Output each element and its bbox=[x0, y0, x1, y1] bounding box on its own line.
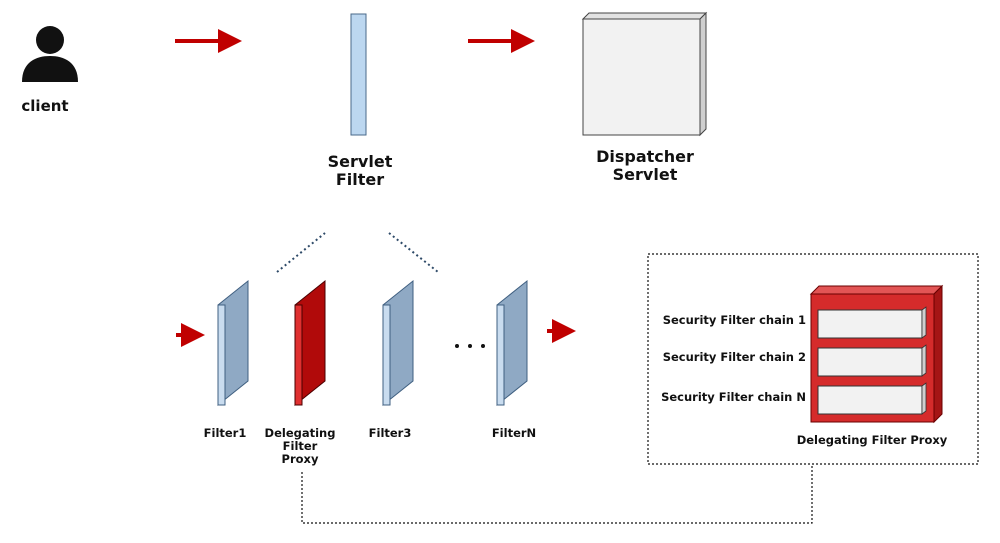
delegating-filter-proxy-label: Delegating Filter Proxy bbox=[264, 426, 336, 467]
zoom-line-left bbox=[276, 232, 326, 273]
servlet-filter-label: Servlet Filter bbox=[327, 152, 393, 190]
security-chain-2-label: Security Filter chain 2 bbox=[662, 350, 806, 364]
filter1-label: Filter1 bbox=[203, 426, 247, 440]
proxy-box-label: Delegating Filter Proxy bbox=[796, 433, 948, 447]
zoom-line-right bbox=[388, 232, 439, 273]
ellipsis-dots bbox=[455, 344, 485, 348]
dispatcher-servlet-label: Dispatcher Servlet bbox=[596, 147, 694, 185]
client-label: client bbox=[21, 97, 69, 115]
security-proxy-container bbox=[647, 253, 979, 465]
security-chain-1-label: Security Filter chain 1 bbox=[662, 313, 806, 327]
dispatcher-servlet-cube bbox=[581, 11, 708, 137]
proxy-connector-line bbox=[301, 464, 813, 524]
security-chain-box-2 bbox=[817, 344, 927, 377]
filter3-label: Filter3 bbox=[368, 426, 412, 440]
filterN-slab bbox=[496, 279, 528, 407]
filter1-slab bbox=[217, 279, 249, 407]
servlet-filter-bar bbox=[350, 13, 367, 136]
delegating-filter-proxy-slab bbox=[294, 279, 326, 407]
filter3-slab bbox=[382, 279, 414, 407]
security-chain-N-label: Security Filter chain N bbox=[661, 390, 806, 404]
client-person-icon bbox=[22, 26, 78, 82]
filterN-label: FilterN bbox=[491, 426, 537, 440]
security-chain-box-N bbox=[817, 382, 927, 415]
security-chain-box-1 bbox=[817, 306, 927, 339]
